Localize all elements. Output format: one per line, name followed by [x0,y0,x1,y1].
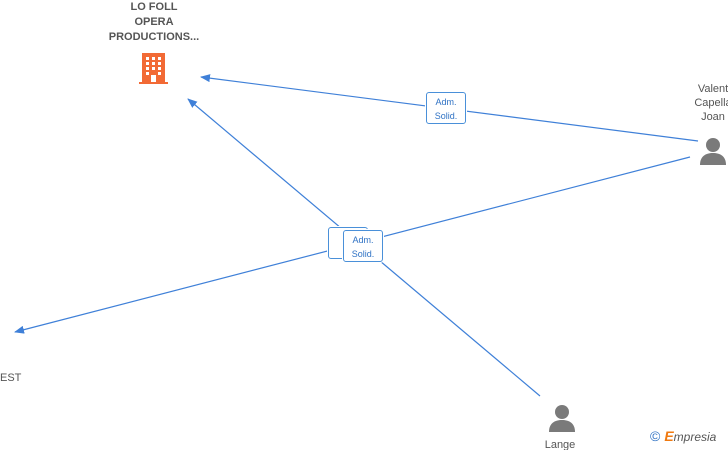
person-name-line: Joan [701,111,725,123]
person-name-line: Lange [544,439,576,450]
person-lange-label[interactable]: Lange [530,438,590,450]
building-icon[interactable] [137,51,171,85]
edge-label-line: Adm. [435,97,457,107]
company-name-line: LO FOLL [130,1,178,13]
edge-label-line: Adm. [352,235,374,245]
brand-initial: E [664,428,674,444]
edge-label-adm-solid[interactable]: Adm. Solid. [343,230,383,262]
person-name-line: Valent [697,83,728,95]
person-icon[interactable] [547,403,577,433]
company-name-line: OPERA [134,16,174,28]
empresia-logo: ©Empresia [650,428,716,444]
person-valent-label[interactable]: Valent Capella Joan [690,82,728,124]
brand-name: mpresia [673,430,717,444]
node-name-line: EST [0,372,22,384]
edge-label-line: Solid. [434,111,458,121]
node-est-label[interactable]: EST [0,371,21,385]
company-name-line: PRODUCTIONS... [108,31,200,43]
person-name-line: Capella [694,97,728,109]
person-icon[interactable] [698,136,728,166]
edge-label-adm-solid[interactable]: Adm. Solid. [426,92,466,124]
edge-label-line: Solid. [351,249,375,259]
copyright-symbol: © [650,428,661,444]
company-name-label[interactable]: LO FOLL OPERA PRODUCTIONS... [90,0,218,45]
